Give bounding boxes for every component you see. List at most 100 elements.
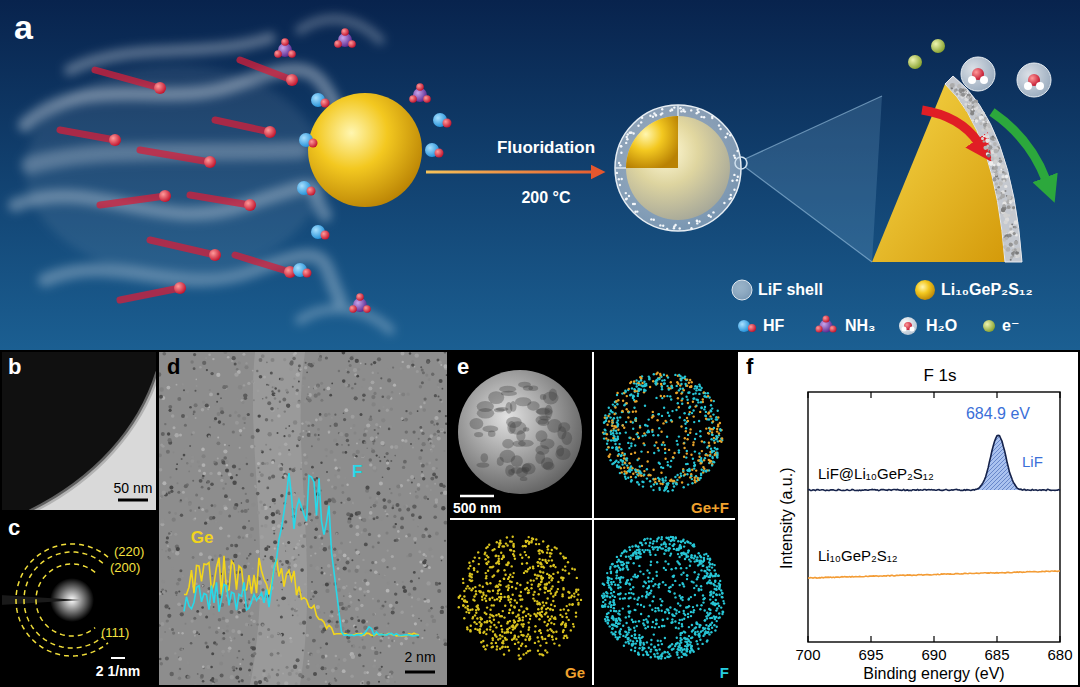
lattice-speck-dot [226, 547, 229, 550]
lattice-speck-dot [306, 430, 308, 432]
lattice-speck-dot [193, 353, 196, 356]
lattice-speck-dot [281, 596, 285, 600]
lattice-speck-dot [208, 556, 212, 560]
lattice-speck-dot [369, 463, 372, 466]
lattice-speck-dot [261, 525, 264, 528]
shell-texture-dot [626, 138, 628, 140]
lattice-speck-dot [259, 358, 263, 362]
lattice-speck-dot [435, 475, 438, 478]
lattice-speck-dot [227, 356, 230, 359]
lattice-speck-dot [315, 528, 318, 531]
shell-texture-dot [697, 111, 699, 113]
nh3-atom [281, 38, 289, 46]
lattice-speck-dot [321, 543, 323, 545]
lattice-speck-dot [328, 682, 331, 685]
lattice-speck-dot [372, 372, 374, 374]
lattice-speck-dot [211, 652, 214, 655]
lattice-speck-dot [314, 590, 318, 594]
lattice-speck-dot [270, 653, 274, 657]
lattice-speck-dot [307, 433, 311, 437]
shell-texture-dot [679, 227, 681, 229]
lattice-speck-dot [262, 398, 264, 400]
lattice-speck-dot [426, 361, 430, 365]
shell-grain-dot [957, 84, 961, 88]
lattice-speck-dot [254, 681, 258, 685]
lattice-speck-dot [338, 370, 340, 372]
lattice-speck-dot [235, 421, 239, 425]
lattice-speck-dot [377, 433, 379, 435]
lattice-speck-dot [278, 390, 281, 393]
lattice-speck-dot [247, 382, 250, 385]
lattice-speck-dot [243, 393, 247, 397]
shell-grain-dot [995, 182, 998, 185]
lattice-speck-dot [193, 413, 195, 415]
shell-texture-dot [632, 132, 634, 134]
shell-grain-dot [1003, 245, 1007, 249]
lattice-speck-dot [219, 662, 223, 666]
lattice-speck-dot [202, 361, 206, 365]
lattice-speck-dot [343, 412, 345, 414]
shell-grain-dot [1014, 241, 1018, 245]
lattice-speck-dot [420, 620, 422, 622]
lattice-speck-dot [336, 443, 339, 446]
lattice-speck-dot [286, 666, 289, 669]
lattice-speck-dot [195, 494, 198, 497]
lattice-speck-dot [376, 491, 380, 495]
shell-texture-dot [620, 152, 622, 154]
lattice-speck-dot [301, 422, 303, 424]
shell-grain-dot [1009, 243, 1013, 247]
shell-grain-dot [956, 94, 958, 96]
lattice-speck-dot [223, 632, 226, 635]
lattice-speck-dot [236, 474, 238, 476]
lattice-speck-dot [389, 673, 391, 675]
lattice-speck-dot [299, 368, 302, 371]
lattice-speck-dot [319, 417, 323, 421]
lattice-speck-dot [308, 652, 310, 654]
lattice-speck-dot [228, 473, 232, 477]
lattice-speck-dot [342, 619, 345, 622]
lattice-speck-dot [415, 495, 419, 499]
lattice-speck-dot [274, 394, 276, 396]
lattice-speck-dot [307, 425, 310, 428]
lattice-speck-dot [440, 610, 444, 614]
lattice-speck-dot [280, 377, 284, 381]
lattice-speck-dot [348, 569, 351, 572]
lattice-speck-dot [327, 479, 330, 482]
lattice-speck-dot [370, 437, 374, 441]
lattice-speck-dot [241, 401, 244, 404]
lattice-speck-dot [333, 511, 337, 515]
shell-grain-dot [999, 170, 1003, 174]
shell-texture-dot [669, 110, 671, 112]
lattice-speck-dot [214, 461, 218, 465]
lattice-speck-dot [349, 364, 352, 367]
lattice-speck-dot [345, 433, 349, 437]
zoom-region [745, 167, 872, 262]
lattice-speck-dot [331, 669, 335, 673]
lattice-speck-dot [436, 467, 438, 469]
lattice-speck-dot [230, 544, 233, 547]
shell-texture-dot [662, 225, 664, 227]
lattice-speck-dot [217, 472, 221, 476]
lattice-speck-dot [205, 509, 209, 513]
lattice-speck-dot [300, 568, 304, 572]
lattice-speck-dot [296, 543, 299, 546]
lattice-speck-dot [317, 428, 320, 431]
lattice-speck-dot [261, 506, 265, 510]
tem-image [0, 350, 158, 512]
lattice-speck-dot [227, 649, 230, 652]
lattice-speck-dot [349, 593, 351, 595]
lattice-speck-dot [284, 410, 286, 412]
lattice-speck-dot [194, 403, 198, 407]
lattice-speck-dot [191, 455, 194, 458]
lattice-speck-dot [268, 432, 272, 436]
lattice-speck-dot [377, 372, 379, 374]
lattice-speck-dot [176, 463, 178, 465]
lattice-speck-dot [318, 357, 322, 361]
lattice-speck-dot [274, 397, 277, 400]
lattice-speck-dot [254, 445, 256, 447]
lattice-speck-dot [416, 370, 419, 373]
lattice-speck-dot [293, 548, 295, 550]
lattice-speck-dot [203, 472, 206, 475]
shell-texture-dot [690, 227, 692, 229]
lattice-speck-dot [264, 555, 266, 557]
